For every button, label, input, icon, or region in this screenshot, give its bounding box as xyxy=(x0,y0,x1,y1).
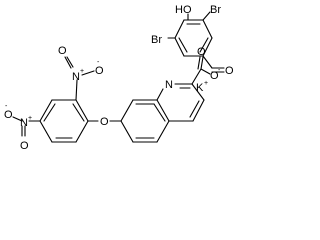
atom-label-o: O xyxy=(4,109,13,121)
atom-label-n: N xyxy=(72,71,80,83)
atom-label-n: N xyxy=(165,79,173,91)
atom-label-o: O xyxy=(58,45,67,57)
quinoline-ring xyxy=(120,83,205,143)
dinitrophenyl-ring xyxy=(39,99,89,143)
carboxylate-group xyxy=(191,56,211,85)
atom-label-o: O xyxy=(20,140,29,152)
atom-labels: O N + O - O - N + O O N O O - HO Br Br O… xyxy=(4,4,234,152)
atom-label-o: O xyxy=(210,70,219,82)
atom-label-ho: HO xyxy=(175,4,192,16)
charge-minus: - xyxy=(5,103,8,110)
chemical-structure-diagram: O N + O - O - N + O O N O O - HO Br Br O… xyxy=(4,4,234,152)
charge-plus: + xyxy=(80,68,84,75)
atom-label-o: O xyxy=(197,46,206,58)
atom-label-k: K xyxy=(196,82,204,94)
nitro-group-lower xyxy=(12,116,41,137)
dibromohydroxybenzaldehyde-ring xyxy=(167,11,225,73)
atom-label-br: Br xyxy=(210,4,221,16)
atom-label-o: O xyxy=(95,65,104,77)
atom-label-o: O xyxy=(225,65,234,77)
atom-label-n: N xyxy=(20,117,28,129)
nitro-group-upper xyxy=(64,56,95,101)
atom-label-o: O xyxy=(100,116,109,128)
ether-linkage xyxy=(87,99,134,122)
charge-minus: - xyxy=(218,67,221,74)
charge-plus: + xyxy=(204,80,208,87)
charge-minus: - xyxy=(97,59,100,66)
charge-plus: + xyxy=(28,115,32,122)
atom-label-br: Br xyxy=(151,34,162,46)
